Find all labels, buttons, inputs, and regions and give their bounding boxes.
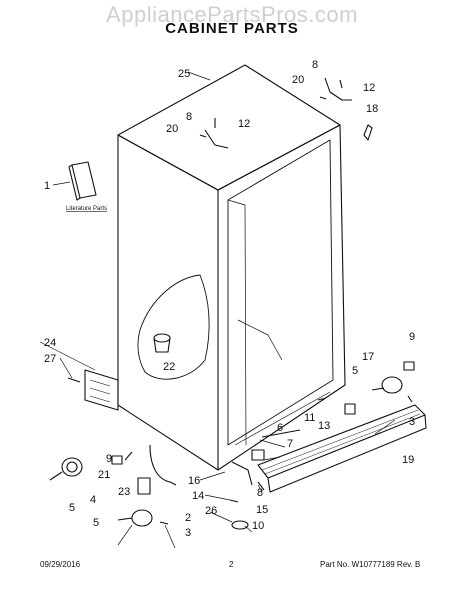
callout-25: 25 bbox=[178, 68, 190, 80]
cabinet-left-side bbox=[117, 134, 219, 471]
page-title: CABINET PARTS bbox=[165, 20, 299, 37]
callout-4: 4 bbox=[90, 494, 96, 506]
callout-17: 17 bbox=[362, 351, 374, 363]
callout-11: 11 bbox=[304, 412, 315, 424]
callout-21: 21 bbox=[98, 469, 110, 481]
callout-12: 12 bbox=[238, 118, 250, 130]
callout-26: 26 bbox=[205, 505, 217, 517]
cabinet-top bbox=[117, 64, 341, 191]
callout-19: 19 bbox=[402, 454, 414, 466]
callout-14: 14 bbox=[192, 490, 204, 502]
cabinet-inner-opening bbox=[227, 139, 334, 446]
callout-8: 8 bbox=[257, 487, 263, 499]
callout-20: 20 bbox=[166, 123, 178, 135]
callout-16: 16 bbox=[188, 475, 200, 487]
hinge-plate-left bbox=[84, 369, 119, 411]
callout-5: 5 bbox=[69, 502, 75, 514]
callout-3: 3 bbox=[185, 527, 191, 539]
callout-8: 8 bbox=[186, 111, 192, 123]
callout-20: 20 bbox=[292, 74, 304, 86]
callout-7: 7 bbox=[287, 438, 293, 450]
drain-tube bbox=[149, 444, 177, 486]
callout-9: 9 bbox=[106, 453, 112, 465]
leveler-left bbox=[61, 457, 83, 477]
footer-date: 09/29/2016 bbox=[40, 560, 81, 569]
callout-18: 18 bbox=[366, 103, 378, 115]
literature-book bbox=[71, 161, 97, 199]
footer-part-number: Part No. W10777189 Rev. B bbox=[320, 560, 421, 569]
callout-3: 3 bbox=[409, 416, 415, 428]
callout-9: 9 bbox=[409, 331, 415, 343]
watermark: AppliancePartsPros.com bbox=[106, 2, 358, 27]
callout-2: 2 bbox=[185, 512, 191, 524]
callout-1: 1 bbox=[44, 180, 50, 192]
callout-5: 5 bbox=[93, 517, 99, 529]
callout-15: 15 bbox=[256, 504, 268, 516]
callout-27: 27 bbox=[44, 353, 56, 365]
callout-23: 23 bbox=[118, 486, 130, 498]
leveler-right bbox=[381, 376, 403, 394]
cutaway-view bbox=[137, 274, 210, 380]
part-18 bbox=[363, 124, 373, 141]
callout-12: 12 bbox=[363, 82, 375, 94]
literature-parts-label: Literature Parts bbox=[66, 206, 107, 212]
callout-numbers: 1 25 8 20 12 8 20 12 18 22 24 27 9 17 5 … bbox=[44, 59, 415, 539]
callout-8: 8 bbox=[312, 59, 318, 71]
callout-6: 6 bbox=[277, 422, 283, 434]
callout-5: 5 bbox=[352, 365, 358, 377]
callout-24: 24 bbox=[44, 337, 56, 349]
callout-13: 13 bbox=[318, 420, 330, 432]
footer-page-number: 2 bbox=[229, 560, 234, 569]
callout-22: 22 bbox=[163, 361, 175, 373]
cabinet-front-frame bbox=[217, 124, 346, 471]
callout-10: 10 bbox=[252, 520, 264, 532]
